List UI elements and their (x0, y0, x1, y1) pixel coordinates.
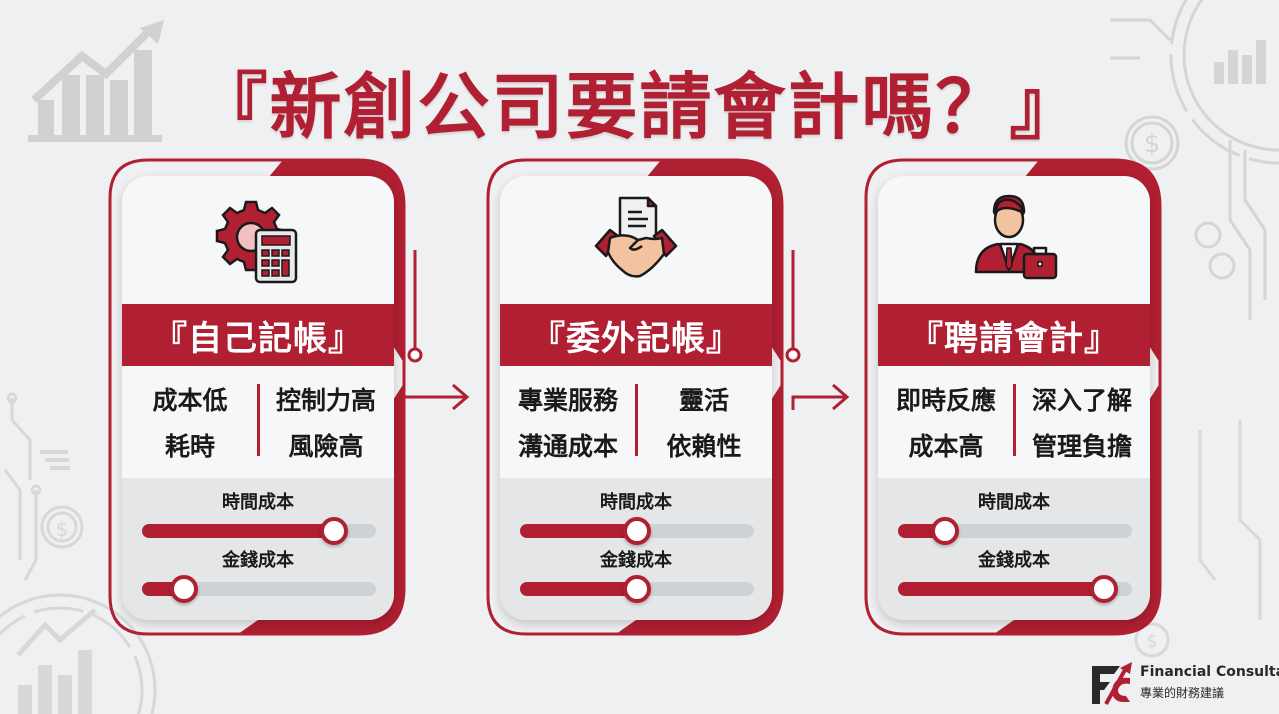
flow-arrow-2 (785, 250, 850, 410)
slider-knob (170, 575, 199, 603)
attribute-text: 即時反應 (895, 386, 996, 415)
option-title: 『聘請會計』 (878, 304, 1150, 366)
time-cost-slider (142, 517, 376, 545)
option-title: 『自己記帳』 (122, 304, 394, 366)
pros-cons: 即時反應 成本高 深入了解 管理負擔 (878, 366, 1150, 478)
card-icon-area (500, 176, 772, 304)
fc-logo-icon (1092, 662, 1132, 705)
money-cost-slider (898, 575, 1132, 603)
money-cost-label: 金錢成本 (600, 550, 672, 571)
left-column: 成本低 耗時 (122, 366, 258, 478)
attribute-text: 專業服務 (517, 386, 618, 415)
option-title: 『委外記帳』 (500, 304, 772, 366)
attribute-text: 管理負擔 (1031, 432, 1132, 461)
time-cost-slider (898, 517, 1132, 545)
time-cost-slider (520, 517, 754, 545)
attribute-text: 控制力高 (275, 386, 376, 415)
card-icon-area (878, 176, 1150, 304)
accountant-briefcase-icon (974, 194, 1058, 280)
slider-knob (623, 517, 651, 545)
option-card-self-bookkeeping: 『自己記帳』 成本低 耗時 控制力高 風險高 時間成本 金錢成本 (108, 158, 418, 636)
attribute-text: 深入了解 (1031, 386, 1132, 415)
slider-fill (520, 582, 637, 596)
cost-meters: 時間成本 金錢成本 (500, 478, 772, 620)
attribute-text: 成本低 (152, 386, 228, 415)
attribute-text: 風險高 (288, 432, 364, 461)
right-column: 深入了解 管理負擔 (1014, 366, 1150, 478)
column-divider (635, 384, 638, 456)
column-divider (257, 384, 260, 456)
slider-knob (1089, 575, 1118, 603)
left-column: 即時反應 成本高 (878, 366, 1014, 478)
attribute-text: 成本高 (908, 432, 984, 461)
pros-cons: 成本低 耗時 控制力高 風險高 (122, 366, 394, 478)
slider-knob (623, 575, 651, 603)
gear-calculator-icon (215, 200, 298, 284)
option-card-hire-accountant: 『聘請會計』 即時反應 成本高 深入了解 管理負擔 時間成本 金錢成本 (864, 158, 1174, 636)
logo-name: Financial Consultant (1140, 664, 1279, 680)
svg-text:$: $ (56, 517, 69, 541)
handshake-document-icon (594, 196, 678, 278)
slider-fill (520, 524, 637, 538)
cost-meters: 時間成本 金錢成本 (878, 478, 1150, 620)
cost-meters: 時間成本 金錢成本 (122, 478, 394, 620)
attribute-text: 依賴性 (666, 432, 742, 461)
card-icon-area (122, 176, 394, 304)
money-cost-slider (520, 575, 754, 603)
card-body: 『聘請會計』 即時反應 成本高 深入了解 管理負擔 時間成本 金錢成本 (878, 176, 1150, 620)
attribute-text: 耗時 (164, 432, 215, 461)
option-card-outsourced-bookkeeping: 『委外記帳』 專業服務 溝通成本 靈活 依賴性 時間成本 金錢成本 (486, 158, 796, 636)
card-body: 『自己記帳』 成本低 耗時 控制力高 風險高 時間成本 金錢成本 (122, 176, 394, 620)
card-body: 『委外記帳』 專業服務 溝通成本 靈活 依賴性 時間成本 金錢成本 (500, 176, 772, 620)
logo-subtitle: 專業的財務建議 (1140, 686, 1225, 700)
right-column: 控制力高 風險高 (258, 366, 394, 478)
page-title: 『新創公司要請會計嗎？』 (195, 65, 1084, 149)
flow-arrow-1 (401, 250, 470, 410)
attribute-text: 溝通成本 (517, 432, 618, 461)
time-cost-label: 時間成本 (600, 492, 672, 513)
left-column: 專業服務 溝通成本 (500, 366, 636, 478)
money-cost-label: 金錢成本 (978, 550, 1050, 571)
time-cost-label: 時間成本 (978, 492, 1050, 513)
money-cost-label: 金錢成本 (222, 550, 294, 571)
pros-cons: 專業服務 溝通成本 靈活 依賴性 (500, 366, 772, 478)
slider-fill (898, 582, 1104, 596)
slider-knob (930, 517, 959, 545)
money-cost-slider (142, 575, 376, 603)
brand-logo: Financial Consultant 專業的財務建議 (1090, 660, 1279, 710)
column-divider (1013, 384, 1016, 456)
right-column: 靈活 依賴性 (636, 366, 772, 478)
slider-knob (319, 517, 348, 545)
attribute-text: 靈活 (678, 386, 729, 415)
slider-fill (142, 524, 334, 538)
time-cost-label: 時間成本 (222, 492, 294, 513)
